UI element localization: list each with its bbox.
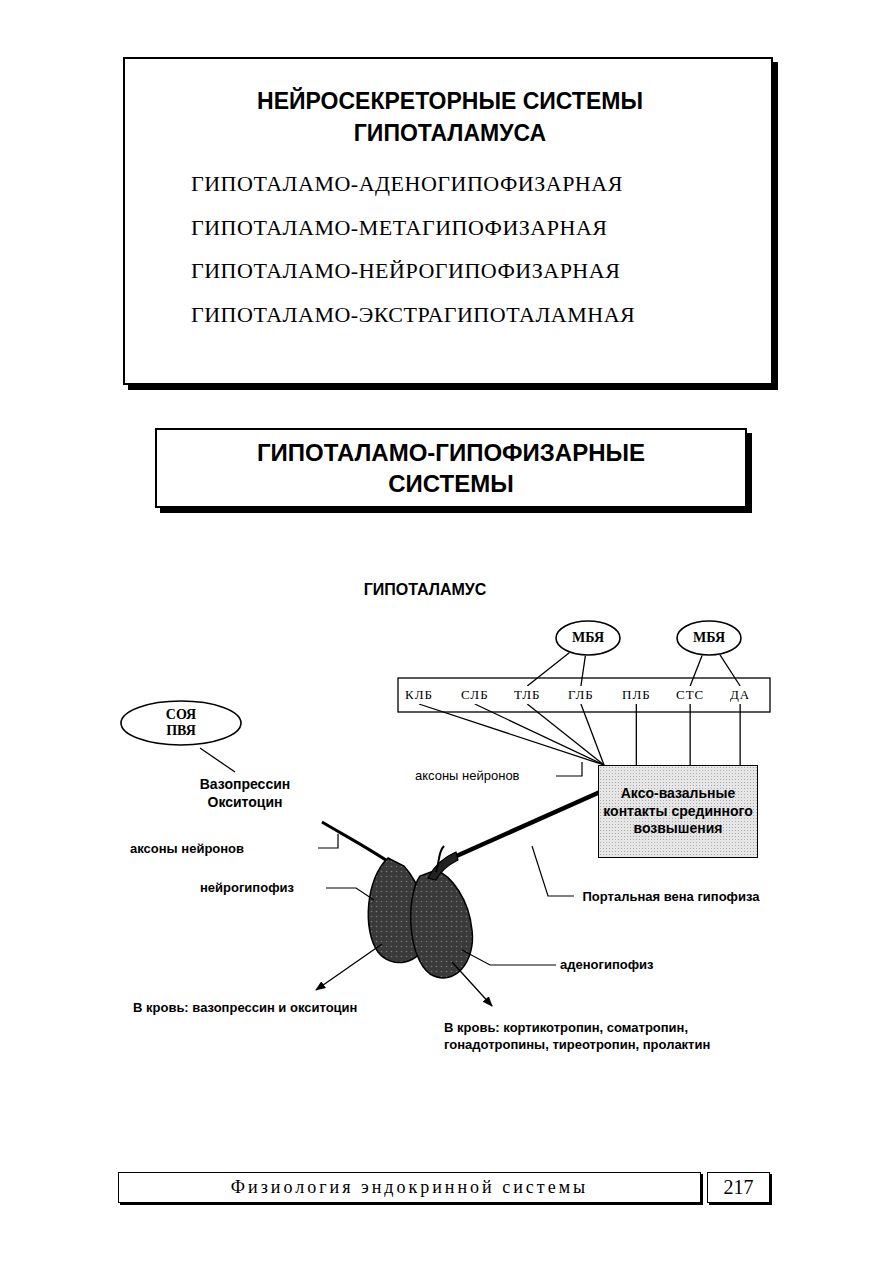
text-box: Аксо-вазальные контакты срединного возвы… xyxy=(598,765,758,858)
list-item: ГИПОТАЛАМО-НЕЙРОГИПОФИЗАРНАЯ xyxy=(191,258,620,284)
leader-line xyxy=(556,762,582,776)
box-text: ДА xyxy=(730,687,750,703)
connector xyxy=(581,704,604,765)
label: аксоны нейронов xyxy=(130,841,315,858)
label: Вазопрессин Окситоцин xyxy=(170,775,320,811)
connector xyxy=(739,704,740,765)
box-text: СЛБ xyxy=(461,687,489,703)
leader-line xyxy=(200,748,235,772)
portal-vein xyxy=(452,792,600,858)
pituitary-stalk xyxy=(428,852,458,880)
list-item: ГИПОТАЛАМО-ЭКСТРАГИПОТАЛАМНАЯ xyxy=(191,302,635,328)
box-text: ПЛБ xyxy=(622,687,651,703)
text-box: ГИПОТАЛАМО-ГИПОФИЗАРНЫЕ СИСТЕМЫ xyxy=(155,428,747,508)
nucleus-label: ДА xyxy=(728,686,752,704)
connector xyxy=(527,704,604,765)
text-box: Физиология эндокринной системы xyxy=(118,1172,701,1203)
box-text: СТС xyxy=(676,687,704,703)
leader-line xyxy=(326,888,374,900)
box-text: ГИПОТАЛАМО-ГИПОФИЗАРНЫЕ СИСТЕМЫ xyxy=(157,437,745,499)
nucleus-label: ГЛБ xyxy=(566,686,596,704)
box-text: Физиология эндокринной системы xyxy=(231,1177,588,1198)
connector xyxy=(419,704,604,765)
nucleus-label: КЛБ xyxy=(403,686,435,704)
nucleus-label: ПЛБ xyxy=(620,686,653,704)
pituitary-stalk xyxy=(436,846,444,872)
nucleus-label: ТЛБ xyxy=(512,686,543,704)
leader-line xyxy=(532,846,574,896)
text-box: 217 xyxy=(707,1172,770,1203)
nucleus-label: СЛБ xyxy=(459,686,491,704)
nucleus-ellipse: СОЯ ПВЯ xyxy=(120,700,242,746)
label: Портальная вена гипофиза xyxy=(576,889,766,906)
label: аденогипофиз xyxy=(560,957,690,974)
text-box: НЕЙРОСЕКРЕТОРНЫЕ СИСТЕМЫ ГИПОТАЛАМУСА ГИП… xyxy=(123,57,773,385)
box-text: МБЯ xyxy=(693,630,725,646)
connector xyxy=(475,704,604,765)
connector xyxy=(527,653,569,686)
connector xyxy=(689,704,690,765)
box-text: 217 xyxy=(724,1176,754,1199)
heading: НЕЙРОСЕКРЕТОРНЫЕ СИСТЕМЫ ГИПОТАЛАМУСА xyxy=(125,85,775,149)
box-text: Аксо-вазальные контакты срединного возвы… xyxy=(603,785,753,838)
label: В кровь: вазопрессин и окситоцин xyxy=(133,1000,453,1017)
box-text: ТЛБ xyxy=(514,687,541,703)
leader-line xyxy=(462,950,556,965)
connector xyxy=(636,704,637,765)
label: нейрогипофиз xyxy=(200,880,325,897)
list-item: ГИПОТАЛАМО-АДЕНОГИПОФИЗАРНАЯ xyxy=(191,171,623,197)
list-item: ГИПОТАЛАМО-МЕТАГИПОФИЗАРНАЯ xyxy=(191,215,607,241)
adenohypophysis xyxy=(411,870,473,978)
box-text: КЛБ xyxy=(405,687,433,703)
connector xyxy=(720,655,740,686)
nucleus-ellipse: МБЯ xyxy=(676,620,742,656)
secretion-arrow xyxy=(452,962,492,1006)
secretion-arrow xyxy=(316,944,382,990)
leader-line xyxy=(318,834,338,848)
box-text: МБЯ xyxy=(572,630,604,646)
nucleus-ellipse: МБЯ xyxy=(555,620,621,656)
box-text: СОЯ ПВЯ xyxy=(166,707,196,739)
label: ГИПОТАЛАМУС xyxy=(300,580,550,601)
nuclei-row-box xyxy=(398,678,770,712)
label: аксоны нейронов xyxy=(415,768,555,785)
nucleus-label: СТС xyxy=(674,686,706,704)
label: В кровь: кортикотропин, соматропин, гона… xyxy=(444,1020,794,1054)
axon-bundle xyxy=(322,822,392,864)
box-text: ГЛБ xyxy=(568,687,594,703)
connector xyxy=(690,656,702,686)
connector xyxy=(581,656,585,686)
